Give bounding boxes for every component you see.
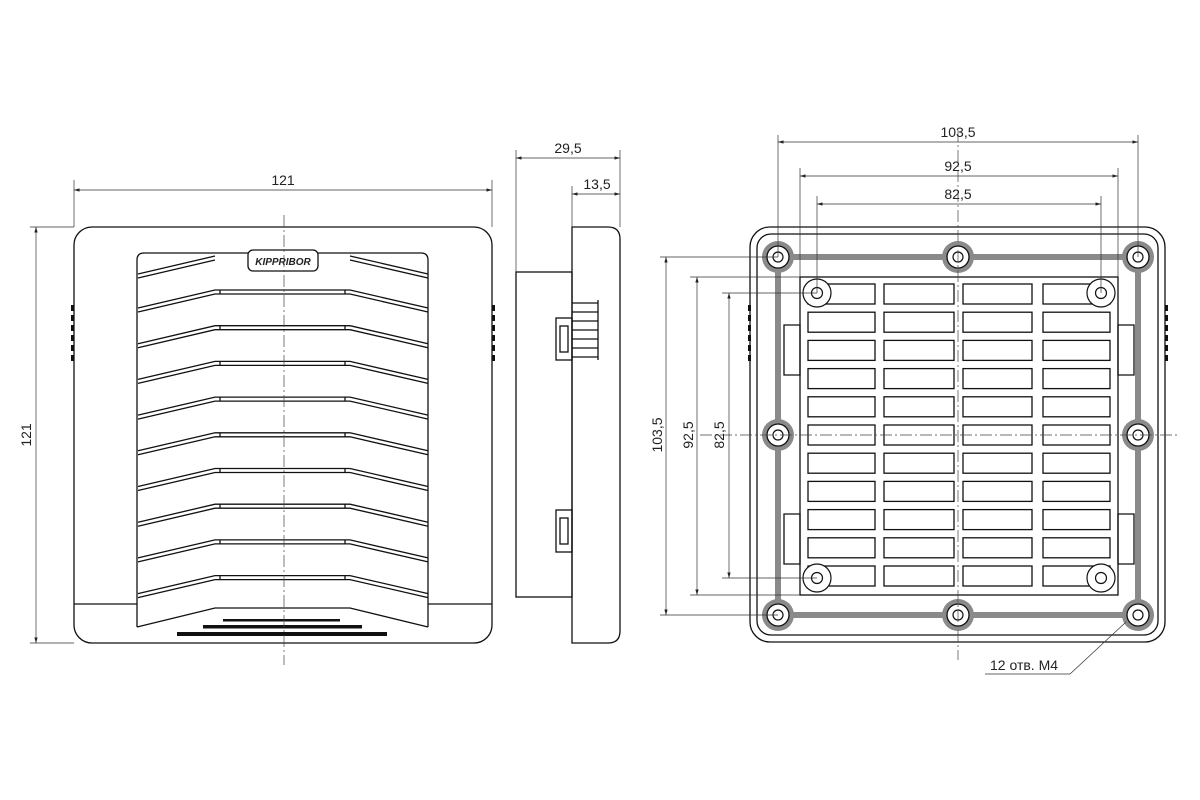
side-rib [71, 335, 74, 341]
grid-cell [807, 537, 876, 559]
louver-slat [137, 255, 429, 279]
grid-cell [1042, 537, 1111, 559]
side-view: 29,5 13,5 [515, 140, 621, 644]
grid-cell [962, 283, 1033, 305]
grid-cell [1042, 396, 1111, 418]
side-rib [1165, 315, 1168, 321]
side-rib [1165, 345, 1168, 351]
grid-cell [962, 480, 1033, 503]
grid-cell [807, 508, 876, 531]
louver-slat [137, 574, 429, 599]
grid-cell [883, 311, 955, 333]
rear-inner-height-dim: 82,5 [711, 421, 727, 448]
grid-cell [962, 339, 1033, 362]
side-rib [71, 345, 74, 351]
holes-note: 12 отв. M4 [990, 657, 1058, 673]
grid-cell [807, 480, 876, 503]
grid-cell [1042, 480, 1111, 503]
grid-cell [883, 367, 955, 390]
grid-cell [962, 311, 1033, 333]
grid-cell [883, 283, 955, 305]
side-rib [1165, 305, 1168, 311]
front-height-dim: 121 [18, 423, 34, 447]
louver-slat [137, 360, 429, 385]
grid-cell [962, 537, 1033, 559]
side-rib [71, 325, 74, 331]
rear-inner-width-dim: 82,5 [944, 186, 971, 202]
svg-text:KIPPRIBOR: KIPPRIBOR [255, 257, 311, 268]
grid-cell [1042, 367, 1111, 390]
grid-cell [883, 339, 955, 362]
grid-cell [883, 396, 955, 418]
brand-logo: KIPPRIBOR [247, 249, 319, 272]
louver-slat [137, 396, 429, 420]
side-depth-flange-dim: 13,5 [583, 176, 610, 192]
grid-cell [883, 537, 955, 559]
grid-cell [807, 367, 876, 390]
front-view: KIPPRIBOR 121 121 [18, 172, 1168, 665]
grid-cell [807, 339, 876, 362]
rear-view: 103,5 92,5 82,5 103,5 92,5 82,5 12 отв. … [649, 124, 1180, 675]
louver-slat [137, 503, 429, 527]
side-rib [492, 335, 495, 341]
grid-cell [962, 367, 1033, 390]
louver-slat [137, 289, 429, 313]
grid-cell [1042, 508, 1111, 531]
side-rib [492, 355, 495, 361]
grid-cell [962, 396, 1033, 418]
grid-mount-hole [1086, 563, 1116, 593]
grid-cell [807, 311, 876, 333]
rear-outer-width-dim: 103,5 [940, 124, 975, 140]
side-rib [71, 355, 74, 361]
louver-slat [137, 325, 429, 349]
side-rib [492, 325, 495, 331]
grid-cell [883, 565, 955, 587]
louver-slat [137, 432, 429, 456]
grid-cell [1042, 311, 1111, 333]
side-rib [71, 305, 74, 311]
side-depth-total-dim: 29,5 [554, 140, 581, 156]
grid-cell [962, 452, 1033, 474]
side-rib [492, 345, 495, 351]
grid-cell [883, 508, 955, 531]
louver-slat [137, 467, 429, 492]
grid-cell [1042, 452, 1111, 474]
side-rib [492, 305, 495, 311]
grid-cell [1042, 339, 1111, 362]
louver-slats [137, 255, 429, 599]
front-width-dim: 121 [271, 172, 295, 188]
side-rib [492, 315, 495, 321]
grid-cell [962, 565, 1033, 587]
rear-mid-height-dim: 92,5 [680, 421, 696, 448]
grid-cell [807, 452, 876, 474]
louver-slat [137, 539, 429, 563]
side-rib [1165, 325, 1168, 331]
grid-cell [962, 508, 1033, 531]
side-rib [1165, 355, 1168, 361]
rear-mid-width-dim: 92,5 [944, 158, 971, 174]
rear-outer-height-dim: 103,5 [649, 417, 665, 452]
grid-cell [883, 452, 955, 474]
grid-cell [807, 396, 876, 418]
side-rib [1165, 335, 1168, 341]
side-rib [71, 315, 74, 321]
grid-cell [883, 480, 955, 503]
